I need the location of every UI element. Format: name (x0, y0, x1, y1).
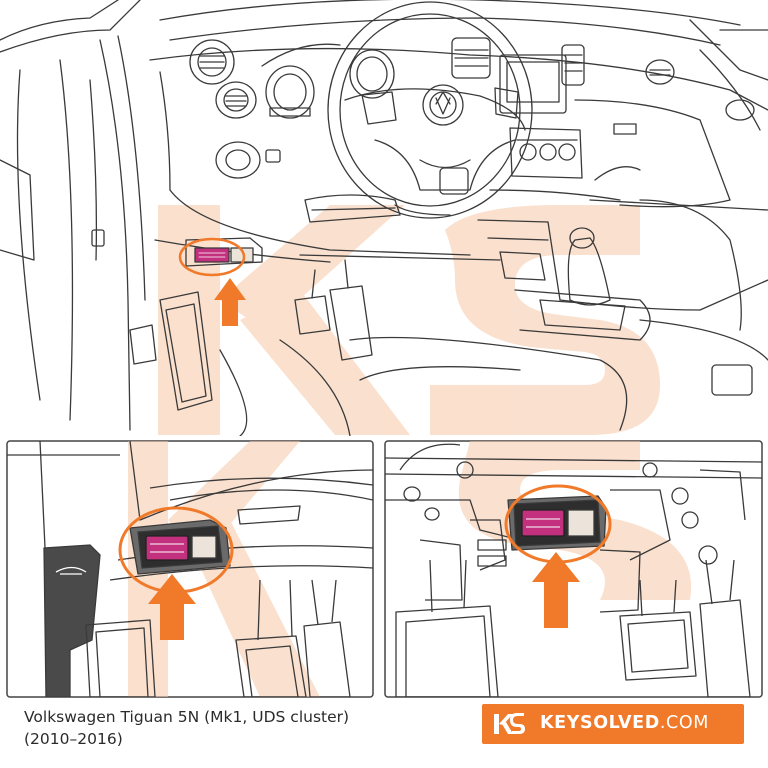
detail-panel-right (384, 440, 763, 698)
detail-panel-left (6, 440, 374, 698)
overview-arrow-icon (214, 278, 246, 326)
ks-logo-icon (494, 713, 525, 734)
brand-name-domain: .COM (659, 713, 709, 733)
overview-port-highlight (178, 237, 246, 326)
vehicle-years-label: (2010–2016) (24, 730, 123, 748)
brand-badge: KEYSOLVED.COM (482, 704, 744, 744)
left-arrow-icon (148, 574, 196, 640)
brand-name-bold: KEYSOLVED (540, 713, 660, 733)
vehicle-model-label: Volkswagen Tiguan 5N (Mk1, UDS cluster) (24, 708, 350, 726)
brand-name: KEYSOLVED.COM (540, 713, 709, 733)
vehicle-caption: Volkswagen Tiguan 5N (Mk1, UDS cluster) … (24, 706, 464, 750)
right-arrow-icon (532, 552, 580, 628)
interior-overview-illustration (0, 0, 768, 436)
